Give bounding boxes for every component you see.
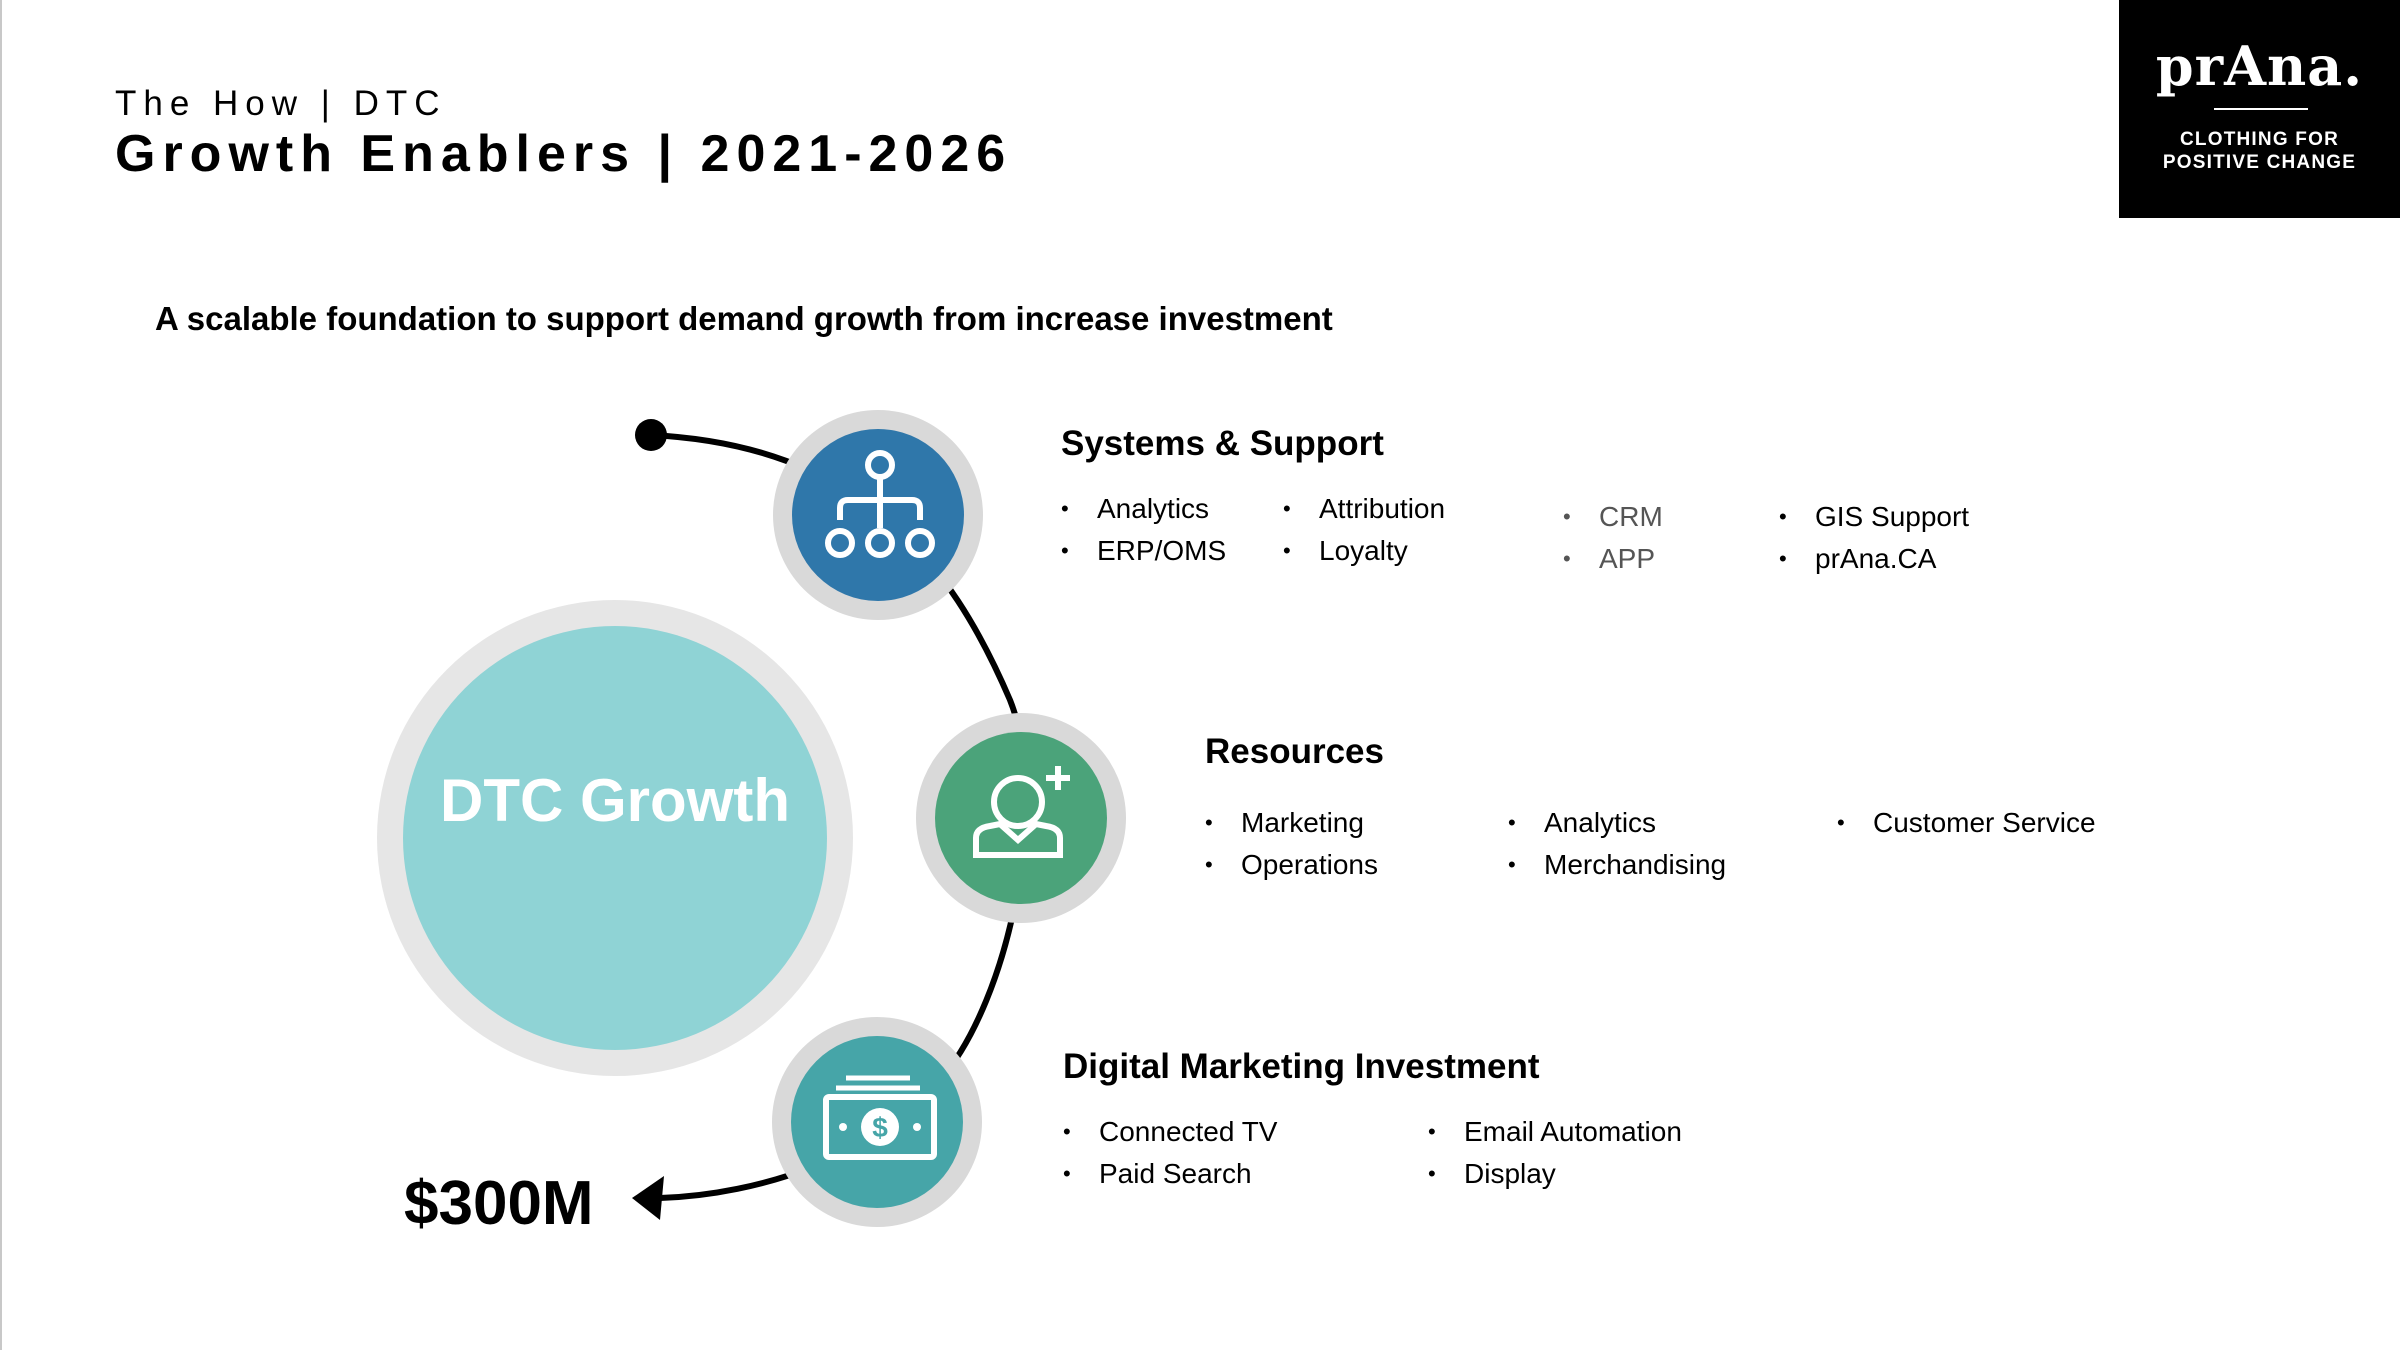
- list-item: CRM: [1563, 496, 1663, 538]
- slide-subtitle: The How | DTC: [115, 84, 447, 123]
- list-item: Display: [1428, 1153, 1682, 1195]
- resources-node: [916, 713, 1126, 923]
- prana-logo: prAna. CLOTHING FOR POSITIVE CHANGE: [2119, 0, 2400, 218]
- list-item: Marketing: [1205, 802, 1378, 844]
- systems-list-4: GIS Support prAna.CA: [1779, 496, 1969, 580]
- svg-text:$: $: [872, 1112, 888, 1143]
- digital-list-2: Email Automation Display: [1428, 1111, 1682, 1195]
- digital-list-1: Connected TV Paid Search: [1063, 1111, 1278, 1195]
- slide-edge: [0, 0, 2, 1350]
- logo-wordmark: prAna.: [2155, 34, 2364, 98]
- digital-node: $: [772, 1017, 982, 1227]
- lead-statement: A scalable foundation to support demand …: [155, 300, 1333, 337]
- list-item: Analytics: [1508, 802, 1726, 844]
- arc-arrowhead: [632, 1176, 664, 1220]
- core-circle: [403, 626, 827, 1050]
- slide-title: Growth Enablers | 2021-2026: [115, 125, 1013, 183]
- systems-title: Systems & Support: [1061, 424, 1384, 463]
- resources-title: Resources: [1205, 732, 1384, 771]
- hierarchy-icon: [825, 450, 935, 558]
- growth-target-amount: $300M: [404, 1169, 594, 1238]
- core-label: DTC Growth: [440, 767, 790, 834]
- list-item: Merchandising: [1508, 844, 1726, 886]
- logo-tagline: CLOTHING FOR POSITIVE CHANGE: [2162, 129, 2357, 173]
- resources-list-1: Marketing Operations: [1205, 802, 1378, 886]
- logo-divider: [2214, 108, 2308, 110]
- systems-list-3: CRM APP: [1563, 496, 1663, 580]
- list-item: Operations: [1205, 844, 1378, 886]
- list-item: Analytics: [1061, 488, 1226, 530]
- systems-list-2: Attribution Loyalty: [1283, 488, 1445, 572]
- list-item: ERP/OMS: [1061, 530, 1226, 572]
- list-item: prAna.CA: [1779, 538, 1969, 580]
- list-item: Loyalty: [1283, 530, 1445, 572]
- arc-start-dot: [635, 419, 667, 451]
- list-item: Customer Service: [1837, 802, 2096, 844]
- resources-list-2: Analytics Merchandising: [1508, 802, 1726, 886]
- list-item: Paid Search: [1063, 1153, 1278, 1195]
- money-bill-icon: $: [823, 1075, 937, 1160]
- resources-list-3: Customer Service: [1837, 802, 2096, 844]
- systems-node: [773, 410, 983, 620]
- add-person-icon: [973, 766, 1070, 858]
- list-item: Attribution: [1283, 488, 1445, 530]
- list-item: GIS Support: [1779, 496, 1969, 538]
- list-item: Email Automation: [1428, 1111, 1682, 1153]
- list-item: Connected TV: [1063, 1111, 1278, 1153]
- list-item: APP: [1563, 538, 1663, 580]
- systems-list-1: Analytics ERP/OMS: [1061, 488, 1226, 572]
- digital-title: Digital Marketing Investment: [1063, 1047, 1540, 1086]
